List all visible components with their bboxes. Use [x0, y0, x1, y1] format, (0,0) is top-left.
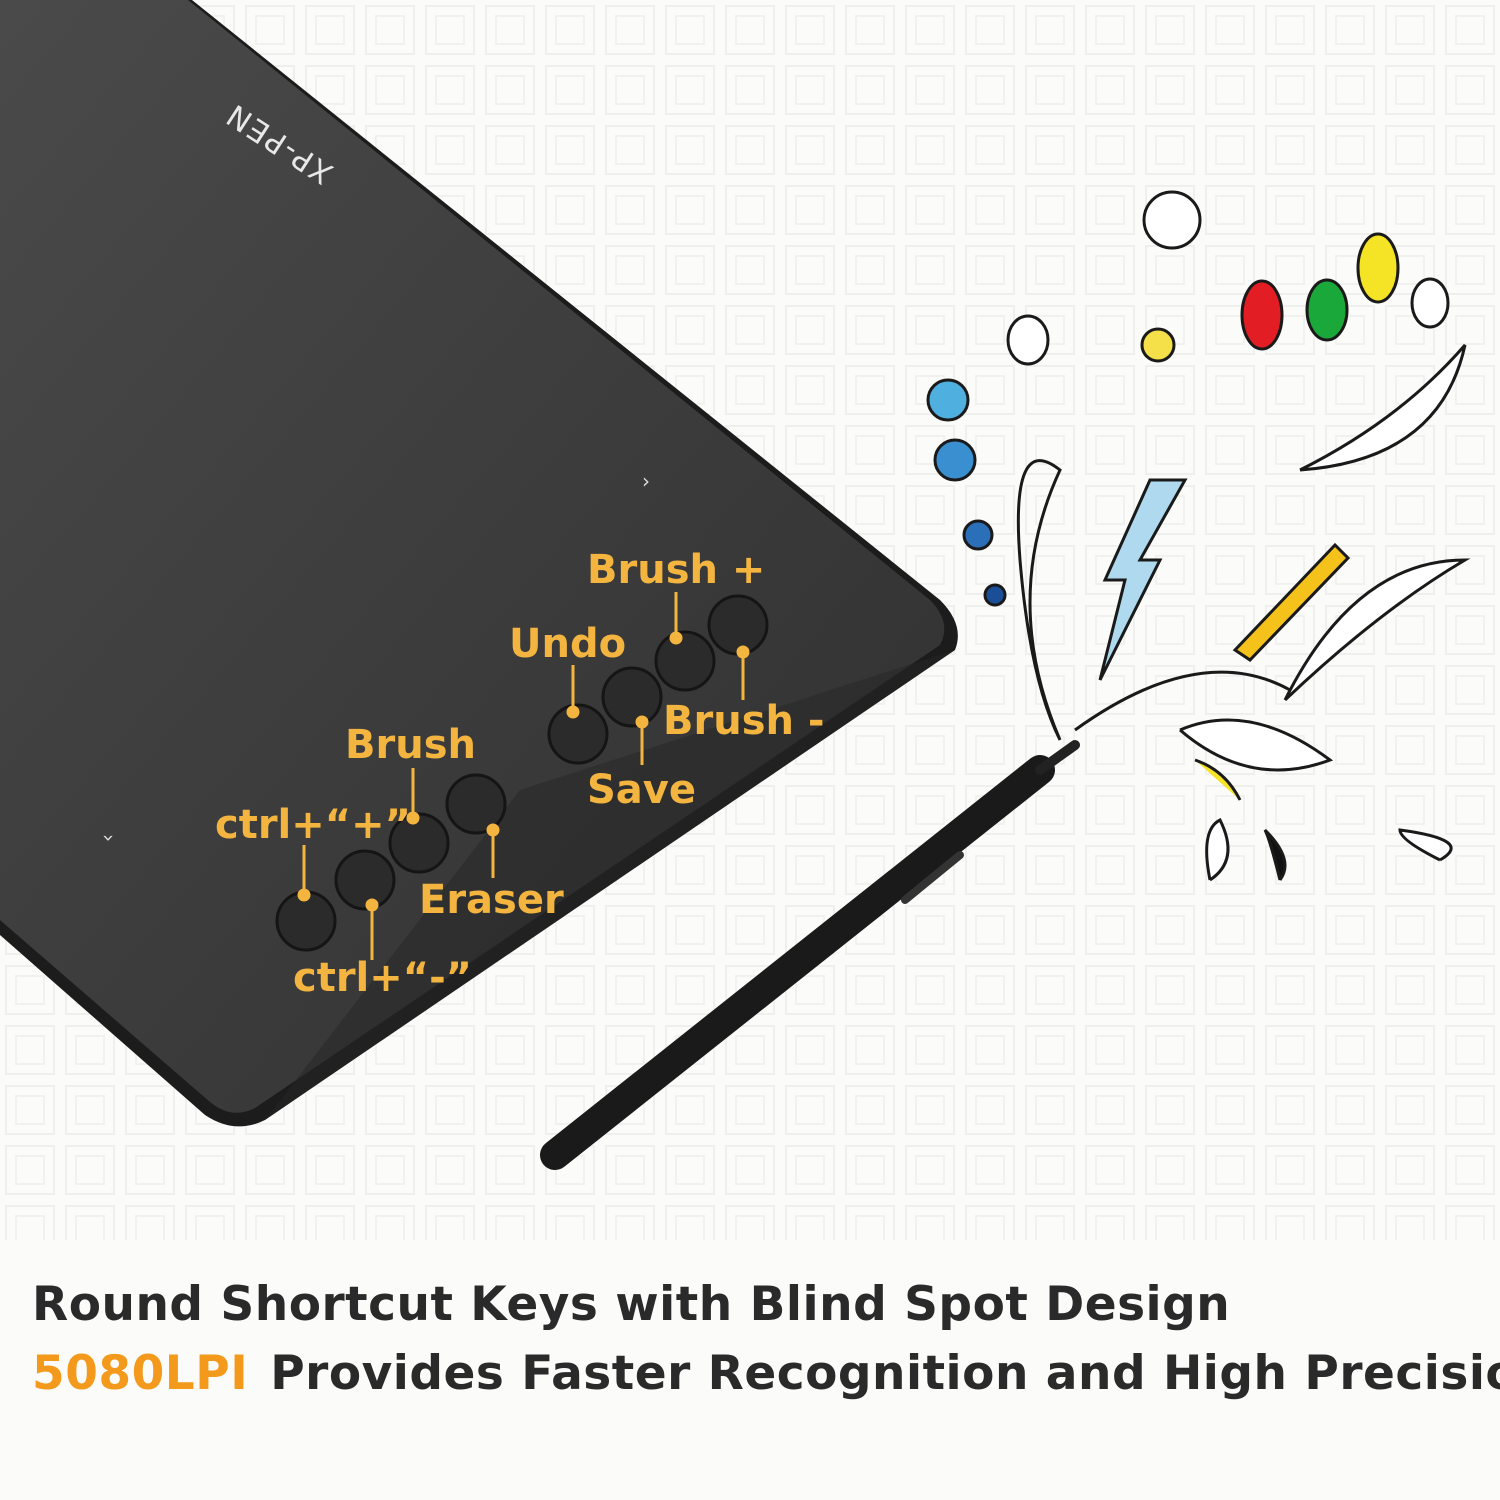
shortcut-key-4: [445, 773, 507, 835]
label-save: Save: [587, 767, 696, 813]
lpi-highlight: 5080LPI: [32, 1346, 249, 1401]
label-undo: Undo: [509, 621, 626, 667]
shortcut-key-3: [388, 812, 450, 874]
shortcut-key-7: [654, 630, 716, 692]
corner-mark: ›: [642, 469, 650, 493]
doodle-artwork: [926, 190, 1471, 882]
label-brush-minus: Brush -: [663, 698, 825, 744]
shortcut-key-6: [601, 666, 663, 728]
label-ctrl-minus: ctrl+“-”: [293, 955, 472, 1001]
subline: Provides Faster Recognition and High Pre…: [270, 1346, 1500, 1401]
label-brush-plus: Brush +: [587, 547, 765, 593]
shortcut-key-8: [707, 594, 769, 656]
corner-mark: ›: [97, 834, 121, 842]
label-brush: Brush: [345, 722, 476, 768]
shortcut-key-2: [334, 849, 396, 911]
subline-row: 5080LPI Provides Faster Recognition and H…: [32, 1346, 1500, 1401]
shortcut-key-5: [547, 703, 609, 765]
headline: Round Shortcut Keys with Blind Spot Desi…: [32, 1277, 1231, 1332]
label-eraser: Eraser: [419, 877, 564, 923]
stylus-pen: [540, 740, 1080, 1170]
label-ctrl-plus: ctrl+“+”: [215, 802, 411, 848]
